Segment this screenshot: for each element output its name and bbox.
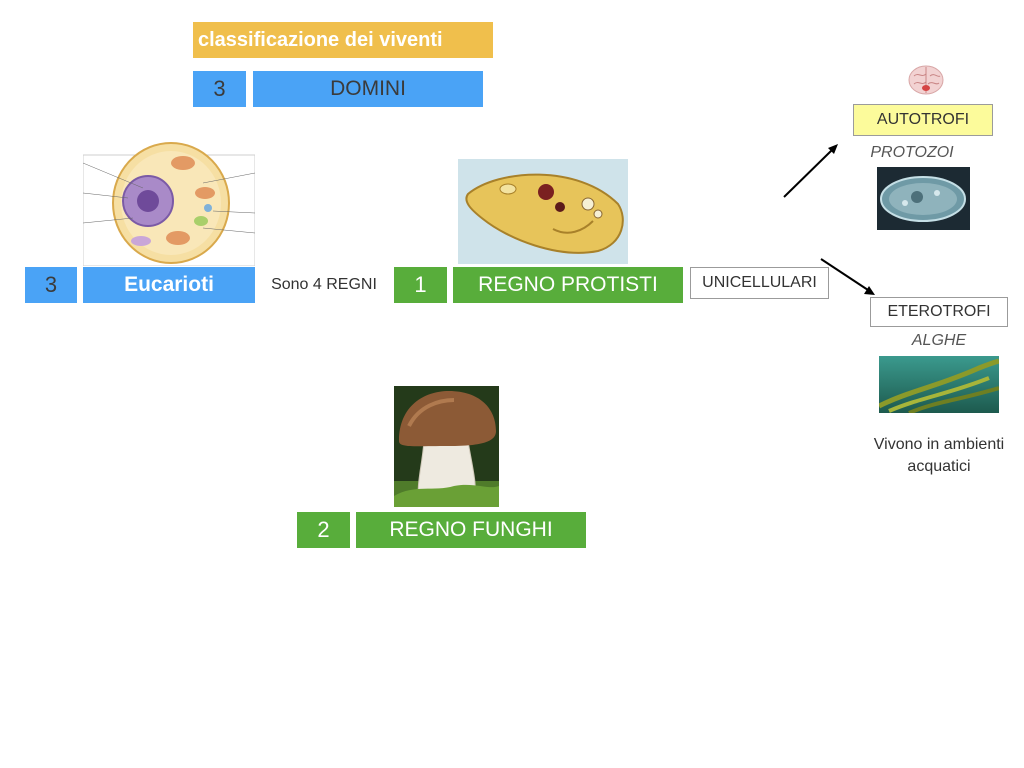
- brain-icon: [906, 64, 946, 96]
- page-title: classificazione dei viventi: [193, 22, 493, 58]
- protisti-number: 1: [394, 267, 447, 303]
- mushroom-image: [394, 386, 499, 507]
- autotrofi-box: AUTOTROFI: [853, 104, 993, 136]
- funghi-number: 2: [297, 512, 350, 548]
- regni-note: Sono 4 REGNI: [271, 276, 377, 293]
- unicellulari-box: UNICELLULARI: [690, 267, 829, 299]
- funghi-label: REGNO FUNGHI: [356, 512, 586, 548]
- paramecium-image: [458, 159, 628, 264]
- algae-image: [879, 356, 999, 413]
- domini-number: 3: [193, 71, 246, 107]
- domini-label: DOMINI: [253, 71, 483, 107]
- habitat-note: Vivono in ambienti acquatici: [853, 434, 1024, 478]
- protozoa-image: [877, 167, 970, 230]
- habitat-note-line2: acquatici: [907, 458, 971, 475]
- arrow-down-right-icon: [818, 256, 878, 298]
- eucarioti-number: 3: [25, 267, 77, 303]
- protozoi-label: PROTOZOI: [870, 144, 954, 161]
- eucarioti-label: Eucarioti: [83, 267, 255, 303]
- alghe-label: ALGHE: [911, 332, 967, 349]
- protisti-label: REGNO PROTISTI: [453, 267, 683, 303]
- eterotrofi-box: ETEROTROFI: [870, 297, 1008, 327]
- eukaryotic-cell-image: [83, 133, 255, 266]
- habitat-note-line1: Vivono in ambienti: [873, 436, 1005, 453]
- arrow-up-right-icon: [780, 142, 840, 200]
